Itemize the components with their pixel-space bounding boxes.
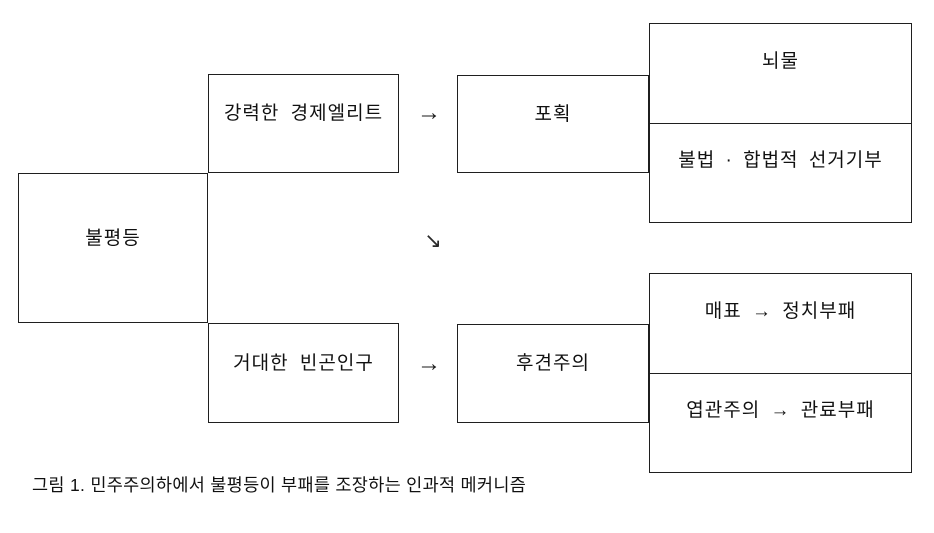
node-bribery: 뇌물 (650, 24, 911, 123)
node-clientelism-label: 후견주의 (516, 353, 590, 374)
right-arrow-icon: → (417, 99, 441, 126)
figure-caption: 그림 1. 민주주의하에서 불평등이 부패를 조장하는 인과적 메커니즘 (32, 475, 527, 495)
node-election-donation: 불법 · 합법적 선거기부 (650, 122, 911, 223)
node-clientelism: 후견주의 (457, 324, 649, 423)
capture-outcomes-group: 뇌물 불법 · 합법적 선거기부 (649, 23, 912, 223)
node-poor-population: 거대한 빈곤인구 (208, 323, 399, 423)
node-vote-buying-label: 매표 → 정치부패 (704, 300, 857, 322)
right-arrow-icon: → (417, 350, 441, 377)
clientelism-outcomes-group: 매표 → 정치부패 엽관주의 → 관료부패 (649, 273, 912, 473)
southeast-arrow-icon: ↘ (424, 229, 442, 253)
node-patronage-label: 엽관주의 → 관료부패 (686, 400, 875, 422)
node-economic-elite-label: 강력한 경제엘리트 (223, 103, 384, 124)
node-bribery-label: 뇌물 (762, 50, 799, 72)
node-capture-label: 포획 (534, 103, 572, 125)
node-election-donation-label: 불법 · 합법적 선거기부 (678, 150, 883, 172)
node-inequality-label: 불평등 (85, 227, 141, 249)
node-economic-elite: 강력한 경제엘리트 (208, 74, 399, 173)
node-capture: 포획 (457, 75, 649, 173)
node-poor-population-label: 거대한 빈곤인구 (233, 352, 374, 374)
node-vote-buying: 매표 → 정치부패 (650, 274, 911, 373)
node-inequality: 불평등 (18, 173, 208, 323)
node-patronage: 엽관주의 → 관료부패 (650, 372, 911, 473)
